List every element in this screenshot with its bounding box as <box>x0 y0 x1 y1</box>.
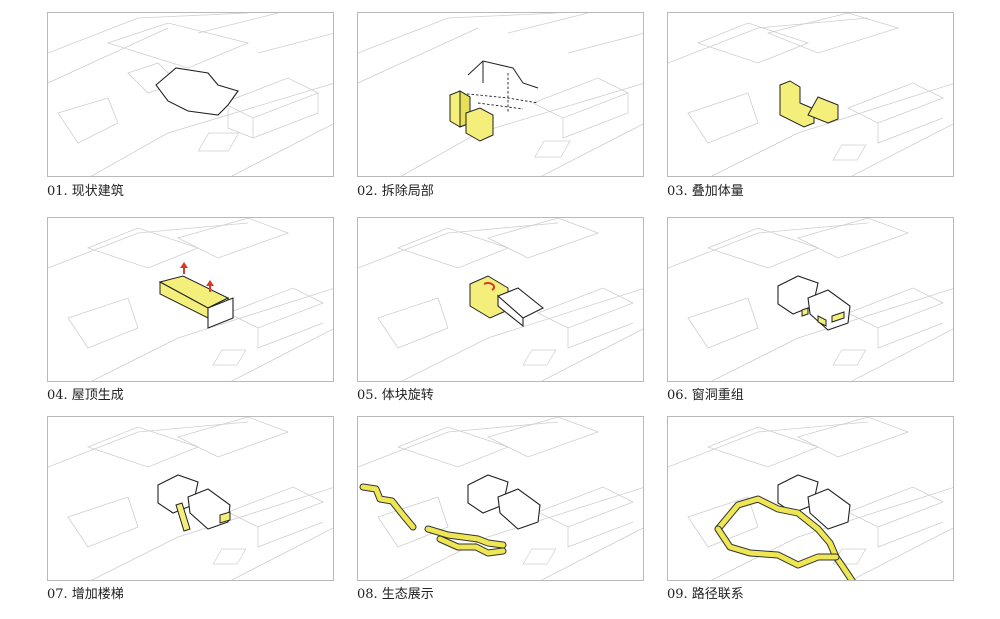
panel-5-illustration <box>358 218 643 381</box>
diagram-panel-7 <box>47 416 334 581</box>
diagram-panel-9 <box>667 416 954 581</box>
connecting-path-loop <box>714 495 856 580</box>
caption-3: 03. 叠加体量 <box>667 184 744 199</box>
diagram-panel-3 <box>667 12 954 177</box>
building-mass <box>467 474 541 530</box>
rotate-arrow-icon <box>483 282 495 291</box>
window-openings-highlight <box>801 307 845 327</box>
added-stair-highlight <box>175 502 191 532</box>
panel-4-illustration <box>48 218 333 381</box>
diagram-panel-2 <box>357 12 644 177</box>
building-mass <box>777 474 851 530</box>
panel-9-illustration <box>668 417 953 580</box>
panel-1-illustration <box>48 13 333 176</box>
site-context <box>48 13 333 176</box>
rotated-block <box>469 275 545 328</box>
panel-6-illustration <box>668 218 953 381</box>
reorganized-building <box>777 275 851 331</box>
existing-school-block <box>222 77 319 139</box>
removed-parts-highlight <box>449 90 494 142</box>
demolition-dashes <box>457 73 539 113</box>
ecological-display-paths <box>359 483 507 557</box>
diagram-panel-6 <box>667 217 954 382</box>
caption-9: 09. 路径联系 <box>667 587 744 602</box>
caption-2: 02. 拆除局部 <box>357 184 434 199</box>
existing-building-outline <box>155 67 239 116</box>
roof-generation-volume <box>158 275 234 329</box>
diagram-panel-4 <box>47 217 334 382</box>
diagram-panel-8 <box>357 416 644 581</box>
caption-4: 04. 屋顶生成 <box>47 388 124 403</box>
caption-6: 06. 窗洞重组 <box>667 388 744 403</box>
up-arrow-icons <box>180 262 214 292</box>
caption-7: 07. 增加楼梯 <box>47 587 124 602</box>
caption-8: 08. 生态展示 <box>357 587 434 602</box>
remaining-building <box>467 60 539 89</box>
diagram-panel-5 <box>357 217 644 382</box>
diagram-panel-1 <box>47 12 334 177</box>
panel-7-illustration <box>48 417 333 580</box>
caption-5: 05. 体块旋转 <box>357 388 434 403</box>
added-volume-highlight <box>779 80 839 128</box>
caption-1: 01. 现状建筑 <box>47 184 124 199</box>
panel-2-illustration <box>358 13 643 176</box>
panel-3-illustration <box>668 13 953 176</box>
panel-8-illustration <box>358 417 643 580</box>
building-with-stairs <box>157 474 231 530</box>
